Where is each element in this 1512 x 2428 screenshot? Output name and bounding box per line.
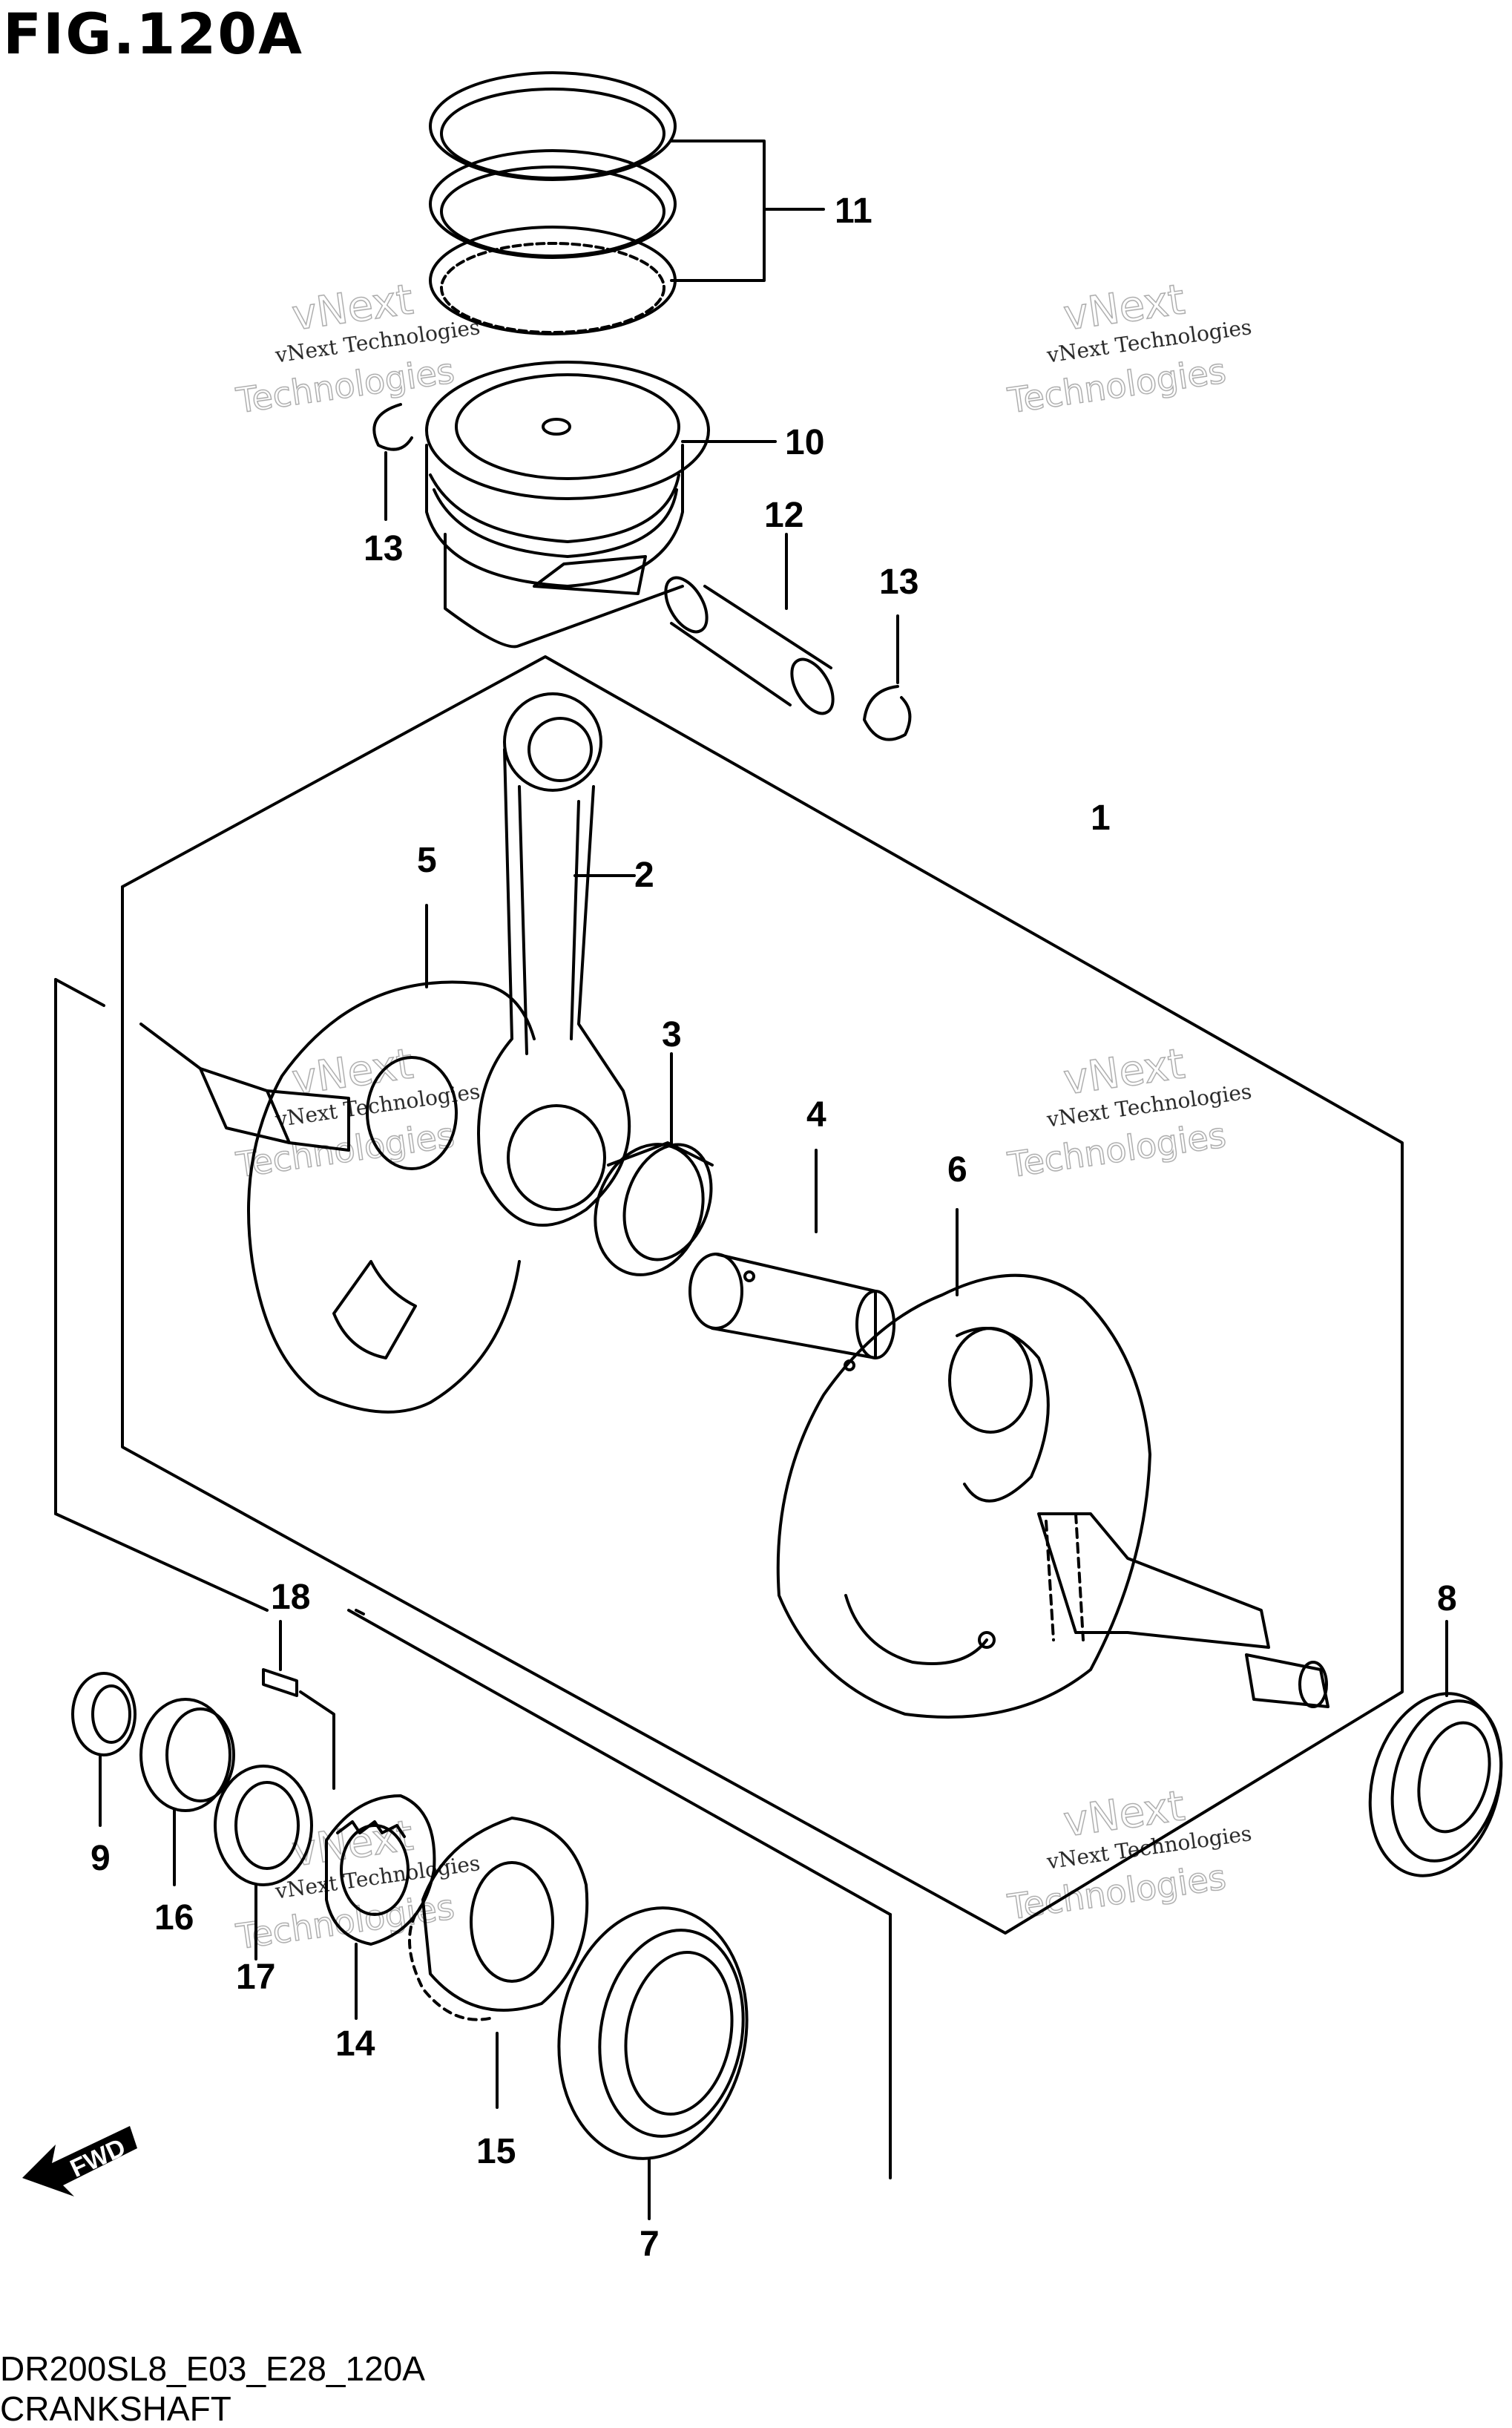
svg-text:Technologies: Technologies (234, 350, 457, 421)
woodruff-key (262, 1620, 335, 1790)
callout-15: 15 (476, 2132, 516, 2171)
watermark: vNext vNext Technologies Technologies (1005, 1040, 1253, 1186)
boundary-edge (347, 1609, 892, 1916)
boundary-dash (355, 1609, 365, 1615)
callout-6: 6 (947, 1150, 967, 1190)
callout-13-left: 13 (364, 529, 403, 568)
boundary-edge (54, 978, 105, 1007)
svg-text:Technologies: Technologies (1005, 350, 1229, 421)
circlip (372, 403, 413, 521)
watermark: vNext vNext Technologies Technologies (1005, 275, 1253, 421)
crank-shaft-right (1037, 1512, 1329, 1708)
oil-seal (71, 1672, 137, 1827)
crank-web-left (247, 904, 536, 1414)
watermark-group: vNext vNext Technologies Technologies vN… (233, 275, 1253, 1958)
piston (425, 361, 777, 649)
callout-16: 16 (154, 1898, 194, 1938)
watermark: vNext vNext Technologies Technologies (233, 275, 481, 421)
bushing (139, 1698, 235, 1886)
callout-11: 11 (835, 191, 872, 231)
callout-1: 1 (1091, 798, 1111, 838)
watermark: vNext vNext Technologies Technologies (1005, 1782, 1253, 1928)
diagram-caption: CRANKSHAFT (0, 2389, 231, 2428)
primary-drive-gear (325, 1794, 436, 2020)
crank-pin (688, 1149, 895, 1371)
diagram-code: DR200SL8_E03_E28_120A (0, 2349, 425, 2388)
callout-12: 12 (764, 496, 803, 535)
callout-3: 3 (662, 1015, 682, 1054)
callout-18: 18 (271, 1578, 310, 1617)
svg-text:Technologies: Technologies (1005, 1115, 1229, 1185)
assembly-boundary (121, 655, 1404, 1935)
connecting-rod (477, 692, 636, 1227)
callout-2: 2 (634, 856, 654, 895)
figure-title: FIG.120A (3, 1, 303, 67)
balancer-drive-gear (408, 1817, 589, 2109)
callout-10: 10 (785, 423, 824, 462)
callout-5: 5 (417, 841, 437, 880)
callout-4: 4 (806, 1095, 826, 1135)
crank-web-right (776, 1208, 1151, 1719)
callout-7: 7 (640, 2225, 660, 2264)
needle-bearing (594, 1052, 714, 1276)
callout-13-right: 13 (879, 562, 918, 602)
callout-8: 8 (1437, 1579, 1457, 1618)
crank-shaft-left (139, 1023, 350, 1152)
bearing-right (1368, 1620, 1503, 1877)
callout-14: 14 (335, 2024, 375, 2064)
watermark: vNext vNext Technologies Technologies (233, 1040, 481, 1186)
svg-text:Technologies: Technologies (1005, 1857, 1229, 1927)
washer (214, 1765, 313, 1961)
bearing-left (557, 1906, 749, 2220)
fwd-direction-arrow: FWD (22, 2126, 137, 2196)
piston-pin (664, 533, 835, 715)
piston-ring-set (429, 71, 825, 335)
callout-labels: 1 2 3 4 5 6 7 8 9 10 11 12 13 13 14 15 1… (91, 191, 1457, 2264)
fwd-label: FWD (66, 2133, 130, 2183)
callout-17: 17 (236, 1958, 275, 1997)
circlip (863, 614, 912, 741)
callout-9: 9 (91, 1839, 111, 1878)
boundary-edge (54, 1512, 269, 1612)
